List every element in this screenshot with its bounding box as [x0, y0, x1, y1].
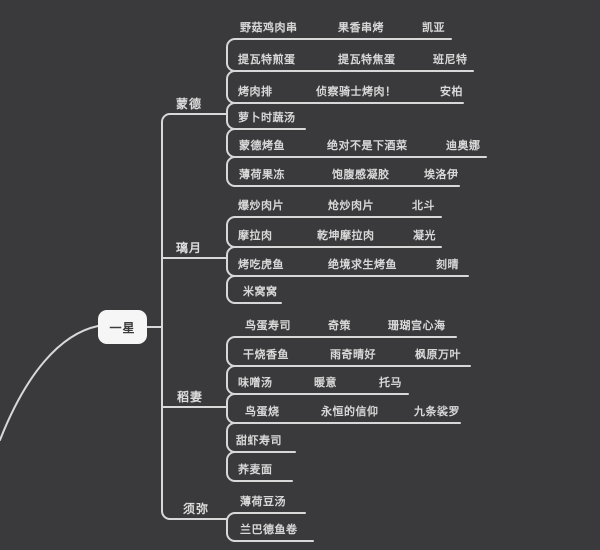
dish-name[interactable]: 提瓦特煎蛋 [238, 54, 296, 66]
dish-name[interactable]: 荞麦面 [238, 464, 273, 476]
dish-name[interactable]: 野菇鸡肉串 [240, 22, 298, 34]
branch-node-inazuma[interactable]: 稻妻 [177, 390, 204, 404]
dish-name[interactable]: 摩拉肉 [238, 230, 273, 242]
special-dish[interactable]: 雨奇晴好 [330, 349, 376, 361]
special-dish[interactable]: 奇策 [328, 320, 351, 332]
special-dish[interactable]: 暖意 [314, 377, 337, 389]
character-name[interactable]: 枫原万叶 [415, 349, 461, 361]
dish-name[interactable]: 兰巴德鱼卷 [240, 524, 298, 536]
mindmap-root-node[interactable]: 一星 [98, 310, 147, 344]
trunk-connector [161, 113, 228, 520]
character-name[interactable]: 北斗 [412, 200, 435, 212]
character-name[interactable]: 凯亚 [422, 22, 445, 34]
character-name[interactable]: 九条裟罗 [414, 406, 460, 418]
branch-node-sumeru[interactable]: 须弥 [183, 502, 210, 516]
character-name[interactable]: 安柏 [440, 86, 463, 98]
character-name[interactable]: 刻晴 [436, 259, 459, 271]
branch-node-mondstadt[interactable]: 蒙德 [176, 97, 203, 111]
dish-name[interactable]: 味噌汤 [238, 377, 273, 389]
dish-name[interactable]: 米窝窝 [243, 286, 278, 298]
special-dish[interactable]: 乾坤摩拉肉 [317, 230, 375, 242]
dish-name[interactable]: 甜虾寿司 [236, 435, 282, 447]
character-name[interactable]: 托马 [379, 377, 402, 389]
character-name[interactable]: 迪奥娜 [446, 140, 481, 152]
dish-name[interactable]: 烤吃虎鱼 [238, 259, 284, 271]
special-dish[interactable]: 绝境求生烤鱼 [328, 259, 397, 271]
special-dish[interactable]: 侦察骑士烤肉！ [316, 86, 397, 98]
special-dish[interactable]: 提瓦特焦蛋 [338, 54, 396, 66]
character-name[interactable]: 班尼特 [433, 54, 468, 66]
dish-name[interactable]: 鸟蛋烧 [245, 406, 280, 418]
parent-curve-connector [0, 325, 99, 441]
dish-name[interactable]: 干烧香鱼 [243, 349, 289, 361]
dish-name[interactable]: 鸟蛋寿司 [245, 320, 291, 332]
special-dish[interactable]: 永恒的信仰 [321, 406, 379, 418]
character-name[interactable]: 埃洛伊 [424, 169, 459, 181]
dish-name[interactable]: 爆炒肉片 [238, 200, 284, 212]
dish-name[interactable]: 蒙德烤鱼 [239, 140, 285, 152]
character-name[interactable]: 凝光 [413, 230, 436, 242]
special-dish[interactable]: 果香串烤 [338, 22, 384, 34]
dish-name[interactable]: 薄荷果冻 [239, 169, 285, 181]
dish-name[interactable]: 薄荷豆汤 [240, 496, 286, 508]
dish-name[interactable]: 烤肉排 [238, 86, 273, 98]
special-dish[interactable]: 炝炒肉片 [328, 200, 374, 212]
branch-node-liyue[interactable]: 璃月 [176, 241, 203, 255]
character-name[interactable]: 珊瑚宫心海 [388, 320, 446, 332]
special-dish[interactable]: 饱腹感凝胶 [332, 169, 390, 181]
dish-name[interactable]: 萝卜时蔬汤 [238, 112, 296, 124]
special-dish[interactable]: 绝对不是下酒菜 [327, 140, 408, 152]
